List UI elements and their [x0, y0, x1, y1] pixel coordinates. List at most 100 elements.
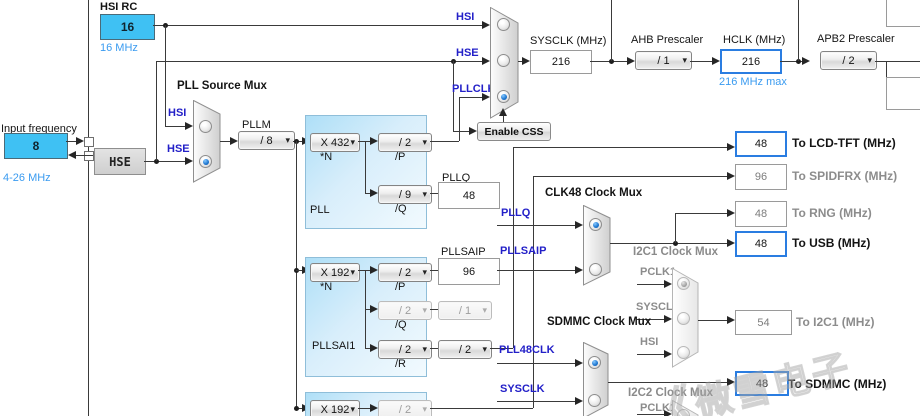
radio-i2c1-sysclk[interactable]: [677, 312, 690, 325]
radio-i2c1-pclk1[interactable]: [677, 277, 690, 290]
wire: [533, 176, 534, 408]
wire-arrowhead: [185, 122, 193, 130]
chevron-down-icon: ▾: [422, 137, 427, 147]
sdmmc-value-box[interactable]: 48: [735, 371, 789, 396]
wire: [459, 97, 482, 98]
pllsaip-label: PLLSAIP: [441, 246, 486, 258]
pll-q-dropdown[interactable]: / 9▾: [378, 185, 432, 204]
pll-source-mux-hse-label: HSE: [167, 143, 190, 155]
wire: [365, 348, 370, 349]
wire-arrowhead: [627, 57, 635, 65]
pll-block-label: PLL: [310, 204, 330, 216]
wire: [358, 408, 370, 409]
rng-label: To RNG (MHz): [792, 206, 872, 220]
input-frequency-label: Input frequency: [1, 123, 77, 135]
apb2-prescaler-label: APB2 Prescaler: [817, 33, 895, 45]
spdifrx-label: To SPIDFRX (MHz): [792, 169, 898, 183]
wire-arrowhead: [664, 410, 672, 416]
wire: [637, 354, 664, 355]
wire: [610, 243, 727, 244]
ahb-prescaler-label: AHB Prescaler: [631, 34, 704, 46]
wire-arrowhead: [712, 57, 720, 65]
wire: [497, 363, 575, 364]
radio-sdmmc-sysclk[interactable]: [588, 394, 601, 407]
wire: [608, 382, 727, 383]
pllq-label: PLLQ: [442, 172, 471, 184]
wire: [430, 309, 438, 310]
plli2s-n-dropdown[interactable]: X 192▾: [310, 400, 360, 416]
wire-arrowhead: [482, 57, 490, 65]
hsi-rc-value-box: 16: [100, 14, 155, 40]
lcd-tft-value-box[interactable]: 48: [735, 131, 787, 157]
i2c1-mux-title: I2C1 Clock Mux: [633, 246, 718, 258]
wire-arrowhead: [482, 93, 490, 101]
pllsai1-p-dropdown[interactable]: / 2▾: [378, 263, 432, 282]
ahb-prescaler-dropdown[interactable]: / 1▾: [635, 51, 692, 70]
pllsai1-r-sub: /R: [395, 358, 406, 370]
wire: [365, 141, 366, 193]
wire: [453, 131, 469, 132]
wire-arrowhead: [185, 157, 193, 165]
apb2-prescaler-dropdown[interactable]: / 2▾: [820, 51, 877, 70]
plli2s-p-dropdown: / 2▾: [378, 400, 432, 416]
sdmmc-label: To SDMMC (MHz): [788, 377, 887, 391]
wire: [165, 126, 185, 127]
usb-value-box[interactable]: 48: [735, 231, 787, 257]
radio-sysclk-pllclk[interactable]: [497, 90, 510, 103]
wire: [780, 61, 802, 62]
pll-p-dropdown[interactable]: / 2▾: [378, 133, 432, 152]
radio-i2c2-pclk1[interactable]: [677, 409, 690, 416]
pllsai1-n-sub: *N: [320, 281, 333, 293]
sysclk-mux-hse-label: HSE: [456, 47, 479, 59]
enable-css-button[interactable]: Enable CSS: [477, 122, 551, 141]
radio-clk48-pllq[interactable]: [589, 218, 602, 231]
chevron-down-icon: ▾: [350, 137, 355, 147]
junction-dot: [154, 159, 159, 164]
chevron-down-icon: ▾: [350, 404, 355, 414]
sdmmc-sysclk-label: SYSCLK: [500, 383, 545, 395]
radio-clk48-pllsaip[interactable]: [589, 263, 602, 276]
wire: [637, 284, 664, 285]
wire: [156, 61, 482, 62]
radio-sdmmc-pll48clk[interactable]: [588, 356, 601, 369]
diagram-border-line: [88, 0, 89, 416]
radio-pll-source-hse[interactable]: [199, 155, 212, 168]
wire-arrowhead: [370, 266, 378, 274]
wire: [296, 270, 302, 271]
chevron-down-icon: ▾: [422, 189, 427, 199]
wire: [430, 141, 459, 142]
pllsai1-r-dropdown[interactable]: / 2▾: [378, 340, 432, 359]
chevron-down-icon: ▾: [422, 344, 427, 354]
wire-arrowhead: [575, 221, 583, 229]
cropped-box: [886, 0, 920, 27]
input-frequency-box[interactable]: 8: [4, 133, 68, 159]
pllsai1-n-dropdown[interactable]: X 192▾: [310, 263, 360, 282]
wire-arrowhead: [499, 108, 507, 116]
pllm-label: PLLM: [242, 119, 271, 131]
radio-sysclk-hse[interactable]: [497, 54, 510, 67]
pll-n-dropdown[interactable]: X 432▾: [310, 133, 360, 152]
pllm-dropdown[interactable]: / 8▾: [238, 131, 295, 150]
hclk-value-box[interactable]: 216: [720, 49, 782, 74]
wire-arrowhead: [482, 21, 490, 29]
wire-arrowhead: [664, 350, 672, 358]
wire: [430, 193, 438, 194]
wire: [518, 61, 522, 62]
wire-arrowhead: [68, 151, 76, 159]
radio-pll-source-hsi[interactable]: [199, 120, 212, 133]
radio-i2c1-hsi[interactable]: [677, 346, 690, 359]
pll-source-mux-title: PLL Source Mux: [177, 80, 267, 92]
cropped-box: [886, 77, 920, 110]
pll-p-sub: /P: [395, 151, 406, 163]
wire: [675, 213, 727, 214]
sysclk-mux-hsi-label: HSI: [456, 11, 475, 23]
pll-n-sub: *N: [320, 151, 333, 163]
wire-arrowhead: [664, 280, 672, 288]
wire-arrowhead: [727, 239, 735, 247]
wire: [875, 61, 920, 62]
i2c1-sysclk-label: SYSCLK: [636, 301, 681, 313]
radio-sysclk-hsi[interactable]: [497, 18, 510, 31]
wire-arrowhead: [802, 57, 810, 65]
pllsai1-rdiv-dropdown[interactable]: / 2▾: [438, 340, 492, 359]
